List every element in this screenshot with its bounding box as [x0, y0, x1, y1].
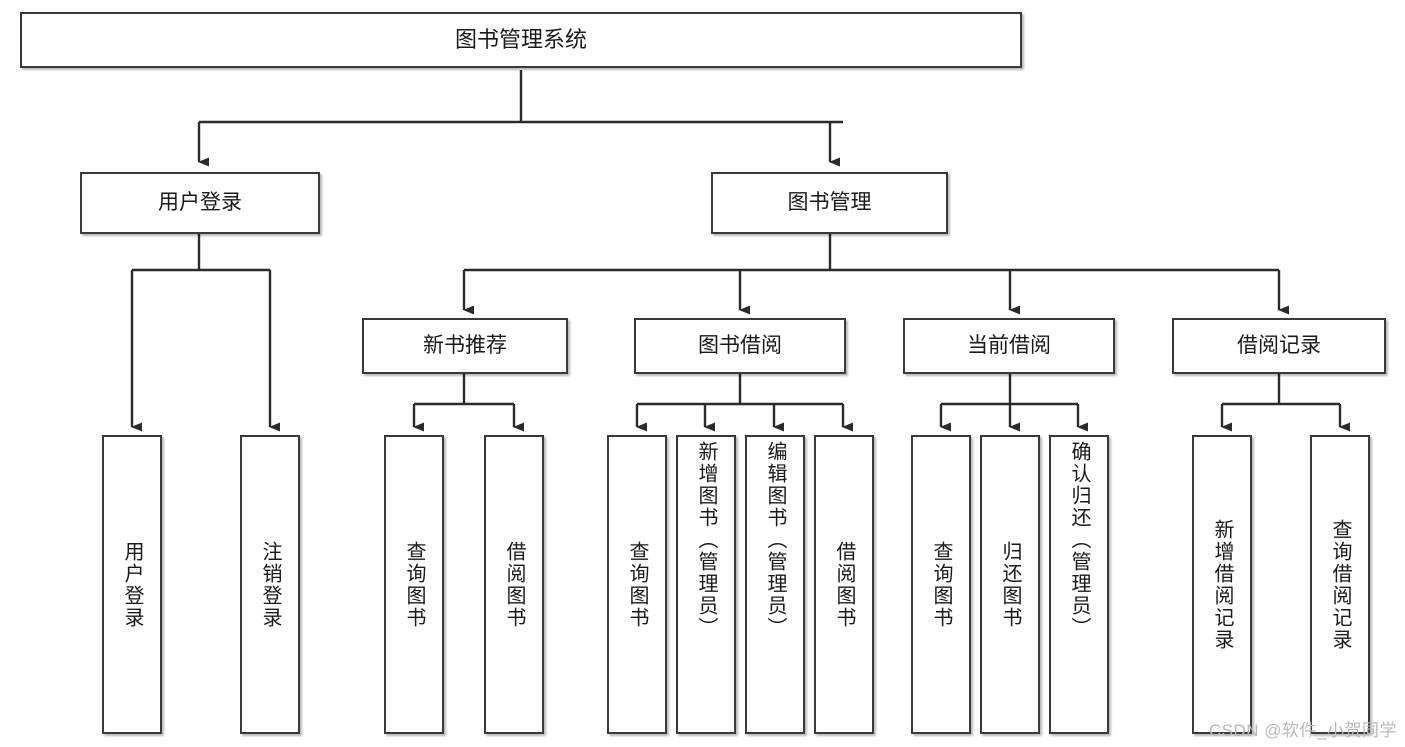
node-current-borrow[interactable]: 当前借阅 [903, 318, 1115, 374]
csdn-watermark: CSDN @软件_小贺同学 [1208, 721, 1397, 740]
leaf-borrow-record-add[interactable]: 新增借阅记录 [1192, 435, 1252, 734]
node-label: 用户登录 [121, 540, 143, 629]
node-label: 归还图书 [999, 540, 1021, 629]
leaf-current-borrow-return[interactable]: 归还图书 [980, 435, 1040, 734]
node-label: 新书推荐 [423, 333, 507, 357]
node-label: 当前借阅 [967, 333, 1051, 357]
node-root-system[interactable]: 图书管理系统 [20, 12, 1022, 68]
node-label: 注销登录 [259, 540, 281, 629]
node-label: 确认归还（管理员） [1068, 441, 1090, 639]
leaf-user-login-logout[interactable]: 注销登录 [240, 435, 300, 734]
node-label: 图书管理 [787, 190, 872, 214]
node-label: 借阅图书 [833, 540, 855, 629]
leaf-new-book-borrow[interactable]: 借阅图书 [484, 435, 544, 734]
node-label: 编辑图书（管理员） [764, 441, 786, 639]
leaf-current-borrow-confirm-return[interactable]: 确认归还（管理员） [1049, 435, 1109, 734]
leaf-book-borrow-lend[interactable]: 借阅图书 [814, 435, 874, 734]
node-label: 查询借阅记录 [1329, 518, 1351, 651]
node-book-borrow[interactable]: 图书借阅 [634, 318, 846, 374]
leaf-book-borrow-edit[interactable]: 编辑图书（管理员） [745, 435, 805, 734]
leaf-new-book-query[interactable]: 查询图书 [384, 435, 444, 734]
node-user-login[interactable]: 用户登录 [80, 172, 320, 234]
node-book-management[interactable]: 图书管理 [711, 172, 948, 234]
node-new-book-recommend[interactable]: 新书推荐 [362, 318, 568, 374]
leaf-current-borrow-query[interactable]: 查询图书 [911, 435, 971, 734]
node-label: 查询图书 [626, 540, 648, 629]
node-label: 查询图书 [403, 540, 425, 629]
node-label: 借阅记录 [1237, 333, 1321, 357]
node-label: 图书借阅 [698, 333, 782, 357]
node-label: 新增借阅记录 [1211, 518, 1233, 651]
leaf-book-borrow-query[interactable]: 查询图书 [607, 435, 667, 734]
node-label: 借阅图书 [503, 540, 525, 629]
node-label: 新增图书（管理员） [695, 441, 717, 639]
leaf-user-login-login[interactable]: 用户登录 [102, 435, 162, 734]
leaf-book-borrow-add[interactable]: 新增图书（管理员） [676, 435, 736, 734]
node-label: 图书管理系统 [454, 27, 587, 53]
node-label: 查询图书 [930, 540, 952, 629]
leaf-borrow-record-query[interactable]: 查询借阅记录 [1310, 435, 1370, 734]
node-label: 用户登录 [158, 190, 242, 214]
node-borrow-record[interactable]: 借阅记录 [1172, 318, 1386, 374]
